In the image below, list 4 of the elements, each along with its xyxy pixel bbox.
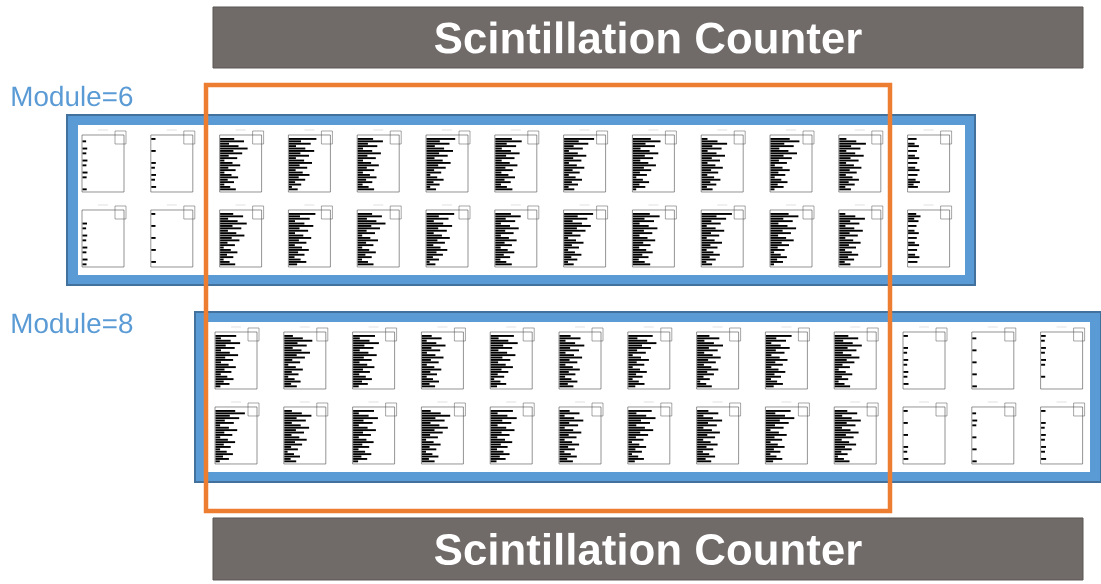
module-label: Module=8 bbox=[12, 312, 133, 334]
module-label: Module=6 bbox=[12, 85, 133, 107]
title-bar: Scintillation Counter bbox=[212, 6, 1084, 69]
title-bar: Scintillation Counter bbox=[212, 517, 1084, 581]
